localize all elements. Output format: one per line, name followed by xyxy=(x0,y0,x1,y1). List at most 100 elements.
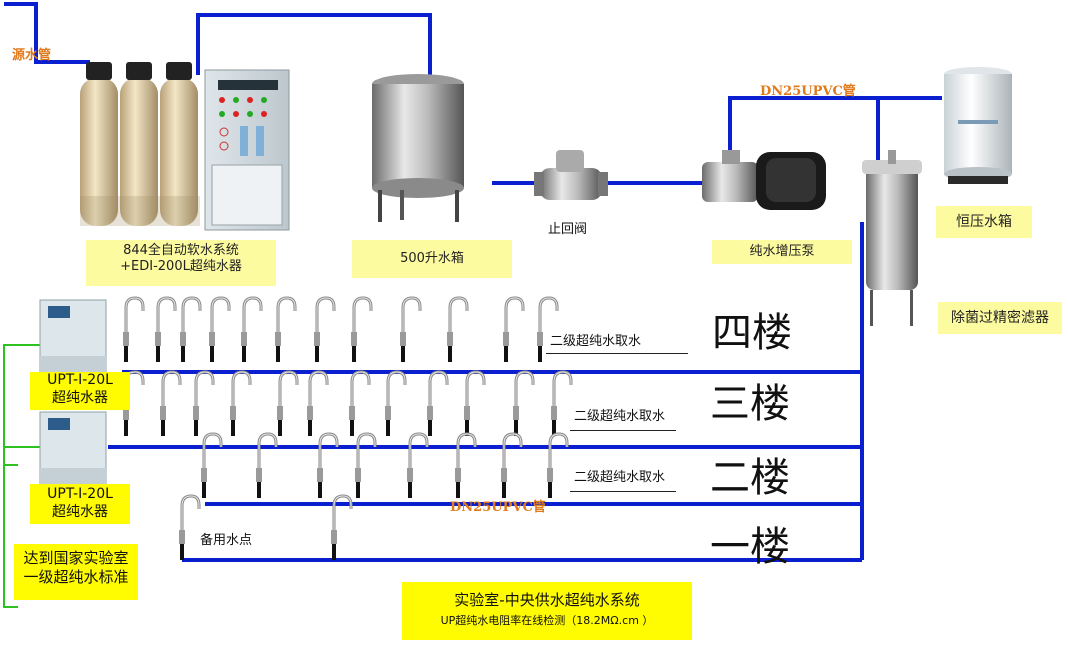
softener-label-line2: +EDI-200L超纯水器 xyxy=(120,259,242,275)
water-tap xyxy=(549,370,573,422)
tap-stem xyxy=(502,482,506,498)
tap-stem xyxy=(514,420,518,436)
pipe-label-mid: DN25UPVC管 xyxy=(450,500,546,515)
upt-1-label-line2: 超纯水器 xyxy=(52,389,108,406)
pipe-pump-up xyxy=(728,96,942,152)
check-valve-label: 止回阀 xyxy=(548,222,588,237)
softener-system xyxy=(80,62,290,231)
booster-pump xyxy=(702,150,826,210)
water-tap xyxy=(228,370,252,422)
tap-stem xyxy=(408,482,412,498)
standard-label-line1: 达到国家实验室 xyxy=(23,549,129,567)
tap-stem xyxy=(242,346,246,362)
tap-stem xyxy=(181,346,185,362)
water-tap xyxy=(158,370,182,422)
spare-point-label: 备用水点 xyxy=(200,533,253,548)
tap-stem xyxy=(552,420,556,436)
upt-2-label-line1: UPT-I-20L xyxy=(47,486,113,502)
water-tap xyxy=(405,432,429,484)
tap-stem xyxy=(308,420,312,436)
upt-unit-2 xyxy=(39,411,107,487)
softener-column-2 xyxy=(120,62,158,226)
water-tap xyxy=(353,432,377,484)
water-tap xyxy=(453,432,477,484)
water-tap xyxy=(445,296,469,348)
water-tap xyxy=(511,370,535,422)
water-tap xyxy=(349,296,373,348)
floor-1-label: 一楼 xyxy=(710,524,790,570)
tap-stem xyxy=(504,346,508,362)
softener-column-1 xyxy=(80,62,118,226)
tap-label-2: 二级超纯水取水 xyxy=(574,470,666,485)
water-tap xyxy=(153,296,177,348)
tap-stem xyxy=(352,346,356,362)
upt-1-label: UPT-I-20L 超纯水器 xyxy=(30,372,130,410)
tap-stem xyxy=(318,482,322,498)
source-pipe-line xyxy=(4,2,90,64)
water-tap xyxy=(239,296,263,348)
tap-stem xyxy=(278,420,282,436)
upt-1-label-line1: UPT-I-20L xyxy=(47,372,113,388)
tap-stem xyxy=(401,346,405,362)
tap-label-4: 二级超纯水取水 xyxy=(550,334,642,349)
system-title-box: 实验室-中央供水超纯水系统 UP超纯水电阻率在线检测（18.2MΩ.cm ） xyxy=(402,582,692,640)
tap-stem xyxy=(350,420,354,436)
check-valve xyxy=(534,150,608,200)
system-subtitle: UP超纯水电阻率在线检测（18.2MΩ.cm ） xyxy=(440,613,654,627)
floor-4-label: 四楼 xyxy=(712,310,792,356)
standard-label-line2: 一级超纯水标准 xyxy=(23,567,129,586)
water-tap xyxy=(425,370,449,422)
tap-stem xyxy=(465,420,469,436)
water-tap xyxy=(254,432,278,484)
tap-stem xyxy=(124,346,128,362)
tap-label-3: 二级超纯水取水 xyxy=(574,409,666,424)
tap-stem xyxy=(156,346,160,362)
taps-layer xyxy=(121,296,573,560)
water-tap xyxy=(275,370,299,422)
tap-stem xyxy=(315,346,319,362)
tap-stem xyxy=(448,346,452,362)
tap-stem xyxy=(194,420,198,436)
water-tap xyxy=(273,296,297,348)
tap-label-3-underline xyxy=(570,430,676,431)
filter-label: 除菌过精密滤器 xyxy=(938,302,1062,334)
tap-stem xyxy=(257,482,261,498)
green-pipes xyxy=(3,344,40,608)
blue-pipes xyxy=(4,2,942,562)
tap-stem xyxy=(202,482,206,498)
tap-stem xyxy=(124,420,128,436)
water-tap xyxy=(462,370,486,422)
softener-label-line1: 844全自动软水系统 xyxy=(123,243,239,258)
tap-stem xyxy=(180,544,184,560)
water-tap xyxy=(545,432,569,484)
tap-stem xyxy=(456,482,460,498)
tap-stem xyxy=(356,482,360,498)
source-pipe-label: 源水管 xyxy=(12,48,52,63)
edi-cabinet xyxy=(204,69,290,231)
standard-label: 达到国家实验室 一级超纯水标准 xyxy=(14,544,138,600)
water-tap xyxy=(383,370,407,422)
tap-label-4-underline xyxy=(546,353,688,354)
water-tap xyxy=(312,296,336,348)
water-tap xyxy=(121,296,145,348)
water-tap xyxy=(398,296,422,348)
water-tap xyxy=(305,370,329,422)
upt-2-label: UPT-I-20L 超纯水器 xyxy=(30,484,130,524)
softener-column-3 xyxy=(160,62,198,226)
floor-3-label: 三楼 xyxy=(710,381,790,427)
pressure-tank xyxy=(944,67,1012,184)
tap-stem xyxy=(332,544,336,560)
softener-label: 844全自动软水系统 +EDI-200L超纯水器 xyxy=(86,240,276,286)
floor-2-label: 二楼 xyxy=(710,455,790,501)
water-tap xyxy=(315,432,339,484)
system-title: 实验室-中央供水超纯水系统 xyxy=(454,591,640,609)
tap-stem xyxy=(276,346,280,362)
water-tap xyxy=(347,370,371,422)
tap-stem xyxy=(161,420,165,436)
upt-2-label-line2: 超纯水器 xyxy=(52,503,108,520)
tank-500l xyxy=(372,74,464,222)
pipe-label-top: DN25UPVC管 xyxy=(760,84,856,99)
water-tap xyxy=(177,494,201,546)
water-tap xyxy=(178,296,202,348)
water-tap xyxy=(501,296,525,348)
